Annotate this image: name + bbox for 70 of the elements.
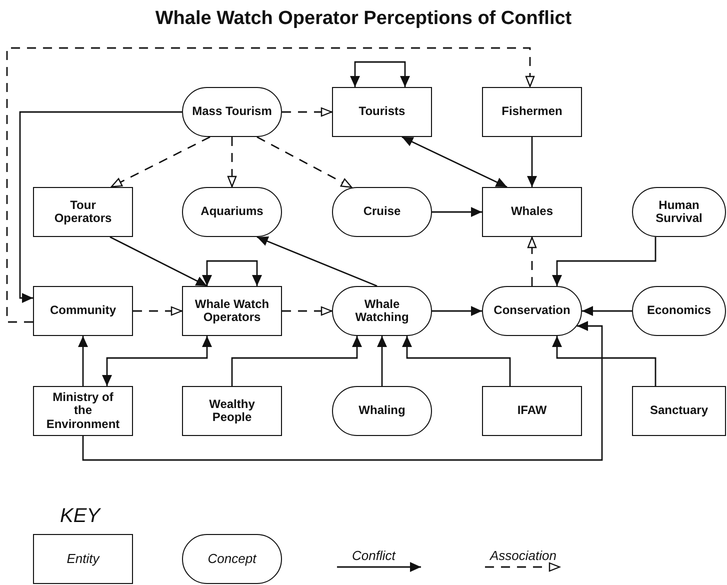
concept-pill xyxy=(632,286,726,336)
concept-pill xyxy=(332,286,432,336)
node-label: Whale Watch Operators xyxy=(194,298,270,324)
node-label: Aquariums xyxy=(200,205,264,219)
dashed-arrow xyxy=(282,107,332,117)
entity-box xyxy=(482,87,582,137)
arrow xyxy=(231,336,362,386)
dashed-arrow xyxy=(133,306,182,316)
concept-pill xyxy=(482,286,582,336)
node-label: Wealthy People xyxy=(208,398,256,424)
dashed-arrow xyxy=(527,236,537,286)
node-label: Sanctuary xyxy=(648,404,710,418)
node-label: Mass Tourism xyxy=(191,105,273,119)
node-label: Whales xyxy=(510,205,554,219)
dashed-arrow xyxy=(6,47,535,323)
entity-box xyxy=(482,187,582,237)
entity-box xyxy=(182,286,282,336)
arrow xyxy=(432,207,482,217)
legend-label: Conflict xyxy=(352,548,396,563)
entity-box xyxy=(182,386,282,436)
entity-box xyxy=(632,386,726,436)
entity-box xyxy=(33,386,133,436)
arrow xyxy=(582,306,632,316)
concept-pill xyxy=(182,534,282,584)
arrow xyxy=(256,236,378,287)
arrow xyxy=(202,260,262,286)
entity-box xyxy=(33,286,133,336)
dashed-arrow xyxy=(110,136,210,188)
arrow xyxy=(402,136,508,188)
entity-box xyxy=(33,534,133,584)
arrow xyxy=(377,336,387,386)
node-label: Tour Operators xyxy=(53,198,113,226)
node-label: Conservation xyxy=(492,304,572,318)
dashed-arrow xyxy=(282,306,332,316)
node-label: Whaling xyxy=(358,404,406,418)
node-label: Tourists xyxy=(358,105,406,119)
arrow xyxy=(552,236,656,286)
entity-box xyxy=(33,187,133,237)
legend-label: Association xyxy=(490,548,556,563)
concept-pill xyxy=(632,187,726,237)
concept-pill xyxy=(182,187,282,237)
arrow xyxy=(402,336,511,386)
entity-box xyxy=(482,386,582,436)
entity-box xyxy=(332,87,432,137)
node-label: Ministry of the Environment xyxy=(45,391,121,431)
node-label: Community xyxy=(49,304,117,318)
node-label: Whale Watching xyxy=(354,298,410,324)
dashed-arrow xyxy=(256,136,352,188)
node-label: Fishermen xyxy=(500,105,564,119)
diagram-title: Whale Watch Operator Perceptions of Conflict xyxy=(155,8,572,29)
arrow xyxy=(527,137,537,187)
node-label: Concept xyxy=(206,552,258,566)
arrow xyxy=(102,336,212,386)
arrow xyxy=(552,336,656,386)
node-label: Entity xyxy=(66,552,101,566)
node-label: Human Survival xyxy=(654,198,704,226)
dashed-arrow xyxy=(227,137,237,188)
node-label: Cruise xyxy=(362,205,402,219)
arrow xyxy=(78,336,88,386)
arrow xyxy=(19,111,182,303)
concept-pill xyxy=(182,87,282,137)
node-label: Economics xyxy=(646,304,712,318)
concept-pill xyxy=(332,386,432,436)
concept-pill xyxy=(332,187,432,237)
arrow xyxy=(350,61,410,87)
node-label: IFAW xyxy=(516,404,548,418)
arrow xyxy=(110,236,208,287)
key-heading: KEY xyxy=(60,505,100,528)
arrow xyxy=(82,321,603,461)
arrow xyxy=(432,306,482,316)
